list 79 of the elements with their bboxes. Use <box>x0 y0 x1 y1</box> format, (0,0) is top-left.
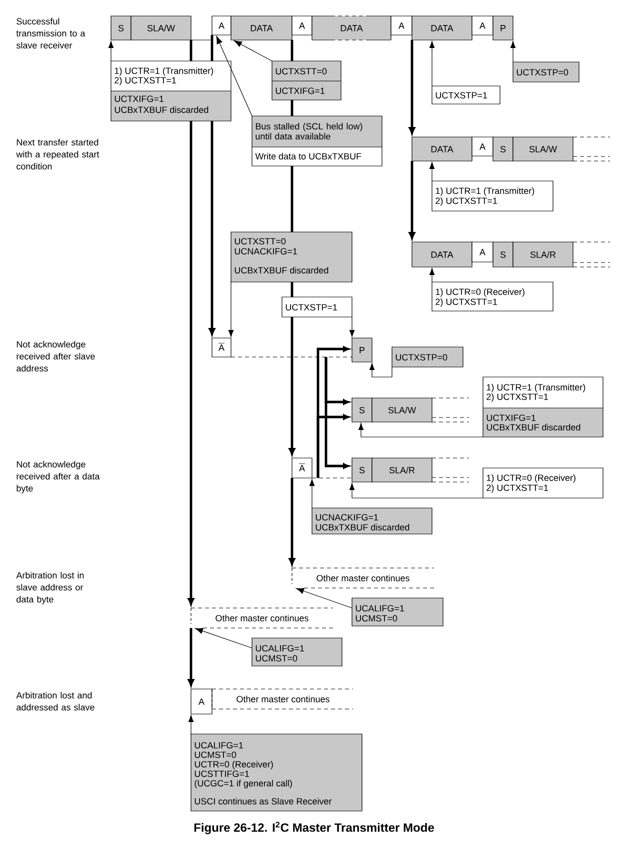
pointer-arrow <box>429 41 435 86</box>
pointer-arrow <box>194 628 252 648</box>
pointer-arrow <box>369 363 392 378</box>
flow-arrow <box>408 40 416 134</box>
flow-arrow <box>324 357 350 469</box>
frame-field: S <box>110 16 132 40</box>
note-box: 1) UCTR=1 (Transmitter) 2) UCTXSTT=1 UCTXIFG=1 UCBxTXBUF discarded <box>110 60 232 122</box>
side-note: Arbitration lost in slave address or data byte <box>16 572 84 604</box>
note-box: 1) UCTR=0 (Receiver) 2) UCTXSTT=1 <box>482 468 604 498</box>
pointer-arrow <box>188 715 194 734</box>
note-box: 1) UCTR=1 (Transmitter) 2) UCTXSTT=1 UCTXIFG=1 UCBxTXBUF discarded <box>482 376 604 438</box>
dashed-region: Other master continues <box>190 608 334 628</box>
pointer-arrow <box>349 316 355 337</box>
frame-field: A <box>472 136 494 156</box>
note-box: UCALIFG=1 UCMST=0 <box>352 598 444 626</box>
flow-arrow <box>188 121 194 606</box>
flow-arrow <box>288 478 296 566</box>
frame-field: DATA <box>412 136 472 162</box>
flow-line <box>290 100 294 116</box>
dashed-region: Other master continues <box>212 688 354 710</box>
frame-field: DATA <box>412 16 472 40</box>
pointer-arrow <box>216 36 252 116</box>
flow-arrow <box>188 628 194 686</box>
side-note: Not acknowledge received after a data byte <box>16 460 100 494</box>
pointer-arrow <box>510 41 516 62</box>
flow-line <box>210 35 214 61</box>
frame-field: DATA <box>230 16 292 40</box>
frame-field: S <box>492 242 514 268</box>
side-note: Arbitration lost and addressed as slave <box>16 692 94 711</box>
pointer-arrow <box>429 268 435 282</box>
pointer-arrow <box>358 423 484 438</box>
note-box: UCTXSTP=0 <box>512 62 580 82</box>
pointer-arrow <box>296 588 352 608</box>
note-box: UCALIFG=1 UCMST=0 <box>252 638 342 666</box>
pointer-arrow <box>234 40 272 62</box>
note-box: UCTXSTT=0 UCNACKIFG=1 UCBxTXBUF discarded <box>230 232 352 282</box>
note-box: UCNACKIFG=1 UCBxTXBUF discarded <box>312 508 432 534</box>
frame-field: A <box>212 16 232 36</box>
frame-field: DATA <box>312 16 392 40</box>
note-box: UCTXSTT=0 UCTXIFG=1 <box>272 60 342 100</box>
flow-line <box>290 282 294 297</box>
frame-field: A <box>390 16 412 36</box>
note-box: UCTXSTP=1 <box>282 296 352 318</box>
dashed-line <box>230 356 352 358</box>
pointer-arrow <box>349 483 484 498</box>
frame-field: A <box>190 688 212 714</box>
side-note: Not acknowledge received after slave address <box>16 340 95 372</box>
flow-arrow <box>316 346 350 478</box>
flow-arrow <box>208 121 216 336</box>
frame-field: P <box>352 338 372 362</box>
frame-field: A <box>292 458 312 478</box>
dashed-region: Other master continues <box>292 568 434 588</box>
note-box: 1) UCTR=0 (Receiver) 2) UCTXSTT=1 <box>432 282 554 312</box>
flow-arrow <box>288 317 296 456</box>
frame-field: DATA <box>412 242 472 268</box>
note-box: UCALIFG=1 UCMST=0 UCTR=0 (Receiver) UCSTTIFG=1 (UCGC=1 if general call) USCI continues as Slave Receiver <box>190 734 362 812</box>
figure-caption: Figure 26-12. I$^{2}$C Master Transmitter Mode <box>194 822 434 834</box>
frame-field: S <box>352 458 372 482</box>
note-box: UCTXSTP=1 <box>432 86 500 104</box>
flow-line <box>190 40 192 61</box>
pointer-arrow <box>429 162 435 182</box>
frame-field: S <box>492 136 514 162</box>
note-box: 1) UCTR=1 (Transmitter) 2) UCTXSTT=1 <box>432 180 554 212</box>
flow-line <box>290 166 294 232</box>
pointer-arrow <box>309 479 315 508</box>
frame-field: A <box>212 338 232 358</box>
note-box: UCTXSTP=0 <box>392 346 464 368</box>
pointer-arrow <box>228 282 234 337</box>
frame-field: S <box>352 398 372 422</box>
side-note: Successful transmission to a slave receiver <box>16 18 86 49</box>
frame-field: A <box>472 242 494 262</box>
flow-line <box>290 40 294 61</box>
frame-field: P <box>492 16 514 40</box>
pointer-arrow <box>108 41 114 62</box>
flow-arrow <box>408 161 416 240</box>
note-box: Bus stalled (SCL held low) until data available Write data to UCBxTXBUF <box>252 116 382 166</box>
frame-field: A <box>292 16 312 36</box>
side-note: Next transfer started with a repeated start condition <box>16 138 100 170</box>
frame-field: A <box>472 16 494 36</box>
